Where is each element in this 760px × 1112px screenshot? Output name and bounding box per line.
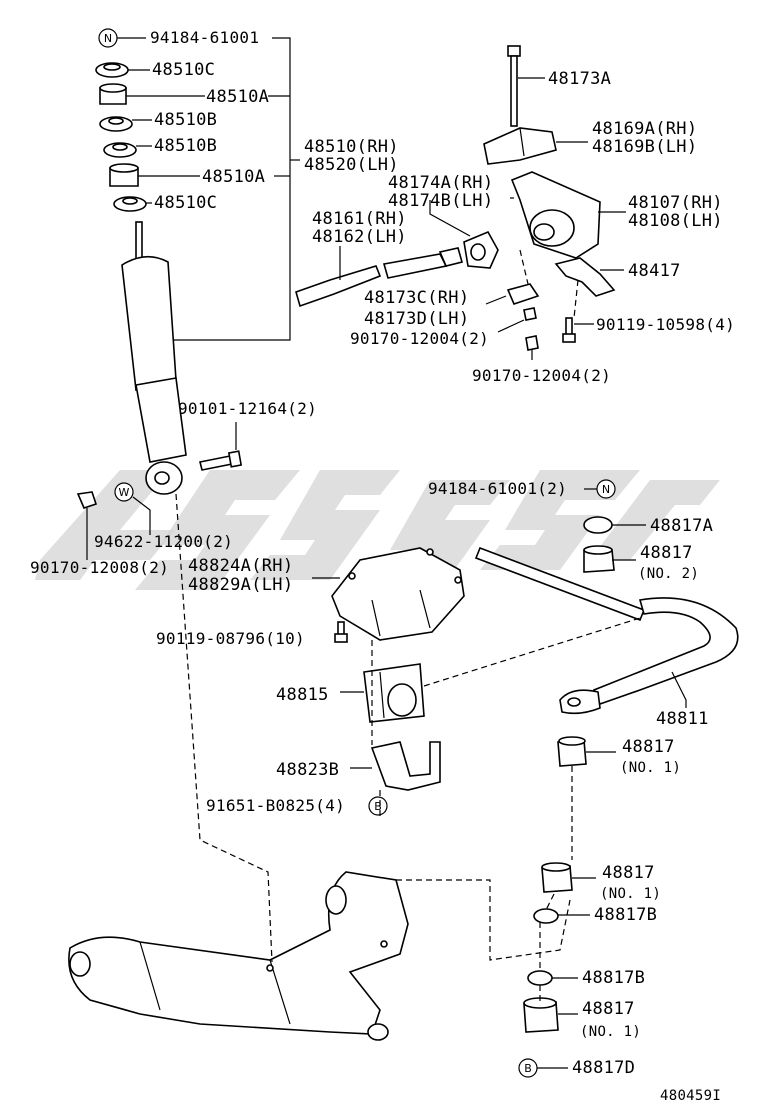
label-48173c: 48173C(RH) — [364, 288, 469, 308]
shock-absorber-group: N — [76, 28, 300, 560]
label-48173d: 48173D(LH) — [364, 309, 469, 329]
bolt-90119-08796-icon — [334, 621, 348, 643]
label-48162: 48162(LH) — [312, 227, 407, 247]
label-48107: 48107(RH) — [628, 193, 723, 213]
cushion-48817b-upper-icon — [533, 908, 559, 924]
label-48817b-lower: 48817B — [582, 968, 645, 988]
label-48520-lh: 48520(LH) — [304, 155, 399, 175]
plate-48173c-icon — [506, 283, 540, 305]
guide-lines — [175, 493, 571, 1002]
diagram-code: 480459I — [660, 1088, 721, 1104]
bushing-48815-icon — [363, 663, 425, 723]
torsion-bar-48161-icon — [295, 247, 463, 308]
label-48824a: 48824A(RH) — [188, 556, 293, 576]
label-90101-12164: 90101-12164(2) — [178, 399, 317, 418]
label-48817-no1-b-sub: (NO. 1) — [600, 886, 661, 902]
callout-n2-label: N — [602, 483, 610, 496]
label-94622-11200: 94622-11200(2) — [94, 532, 233, 551]
label-90170-12008: 90170-12008(2) — [30, 558, 169, 577]
callout-w-icon — [114, 482, 134, 502]
label-94184-61001-2: 94184-61001(2) — [428, 479, 567, 498]
nut-90170-12008-icon — [76, 491, 98, 509]
label-90170-12004-a: 90170-12004(2) — [350, 329, 489, 348]
bracket-48417-icon — [554, 257, 616, 297]
label-48817-no1-a: 48817 — [622, 737, 675, 757]
label-48108: 48108(LH) — [628, 211, 723, 231]
label-48817a: 48817A — [650, 516, 713, 536]
label-48173a: 48173A — [548, 69, 611, 89]
label-48174b: 48174B(LH) — [388, 191, 493, 211]
label-48510-rh: 48510(RH) — [304, 137, 399, 157]
bolt-90119-10598-icon — [562, 317, 576, 343]
label-90170-12004-b: 90170-12004(2) — [472, 366, 611, 385]
callout-n-label: N — [104, 32, 112, 45]
label-48817-no1-c: 48817 — [582, 999, 635, 1019]
cushion-48817b-lower-icon — [527, 970, 553, 986]
label-48817-no2: 48817 — [640, 543, 693, 563]
label-48823b: 48823B — [276, 760, 339, 780]
part-labels: 94184-61001 48510C 48510A 48510B 48510B … — [30, 28, 735, 1104]
label-94184-61001: 94184-61001 — [150, 28, 259, 47]
shock-absorber-icon — [121, 221, 187, 495]
label-48174a: 48174A(RH) — [388, 173, 493, 193]
bracket-48107-icon — [510, 171, 601, 259]
label-48817b-upper: 48817B — [594, 905, 657, 925]
holder-48174-icon — [463, 230, 499, 269]
bolt-48173a-icon — [507, 45, 521, 127]
callout-b-icon — [368, 796, 388, 816]
bolt-90101-12164-icon — [199, 450, 243, 471]
label-48817-no1-b: 48817 — [602, 863, 655, 883]
label-90119-10598: 90119-10598(4) — [596, 315, 735, 334]
label-91651-b0825: 91651-B0825(4) — [206, 796, 345, 815]
label-48817-no1-c-sub: (NO. 1) — [580, 1024, 641, 1040]
stabilizer-group: N — [312, 479, 739, 1078]
label-48815: 48815 — [276, 685, 329, 705]
label-48510a-upper: 48510A — [206, 87, 269, 107]
bracket-48824a-icon — [331, 547, 465, 641]
cushion-48817a-icon — [583, 516, 613, 534]
label-48161: 48161(RH) — [312, 209, 407, 229]
label-48510b-lower: 48510B — [154, 136, 217, 156]
label-48510c-lower: 48510C — [154, 193, 217, 213]
label-90119-08796: 90119-08796(10) — [156, 629, 305, 648]
label-48811: 48811 — [656, 709, 709, 729]
label-48817-no2-sub: (NO. 2) — [638, 566, 699, 582]
label-48817d: 48817D — [572, 1058, 635, 1078]
label-48510c-upper: 48510C — [152, 60, 215, 80]
anchor-arm-48169-icon — [483, 127, 557, 165]
label-48510b-upper: 48510B — [154, 110, 217, 130]
nut-90170-12004-b-icon — [525, 335, 539, 351]
label-48417: 48417 — [628, 261, 681, 281]
label-48817-no1-a-sub: (NO. 1) — [620, 760, 681, 776]
callout-b-label: B — [374, 800, 382, 813]
label-48510a-lower: 48510A — [202, 167, 265, 187]
torsion-bar-group — [295, 45, 626, 360]
label-48169a: 48169A(RH) — [592, 119, 697, 139]
watermark-logo — [35, 470, 720, 590]
stabilizer-bar-48811-icon — [474, 546, 739, 715]
label-48169b: 48169B(LH) — [592, 137, 697, 157]
nut-90170-12004-a-icon — [523, 307, 537, 321]
callout-w-label: W — [119, 486, 130, 499]
bracket-48823b-icon — [370, 741, 441, 791]
lower-control-arm-icon — [68, 871, 409, 1041]
label-48829a: 48829A(LH) — [188, 575, 293, 595]
callout-b2-label: B — [524, 1062, 532, 1075]
